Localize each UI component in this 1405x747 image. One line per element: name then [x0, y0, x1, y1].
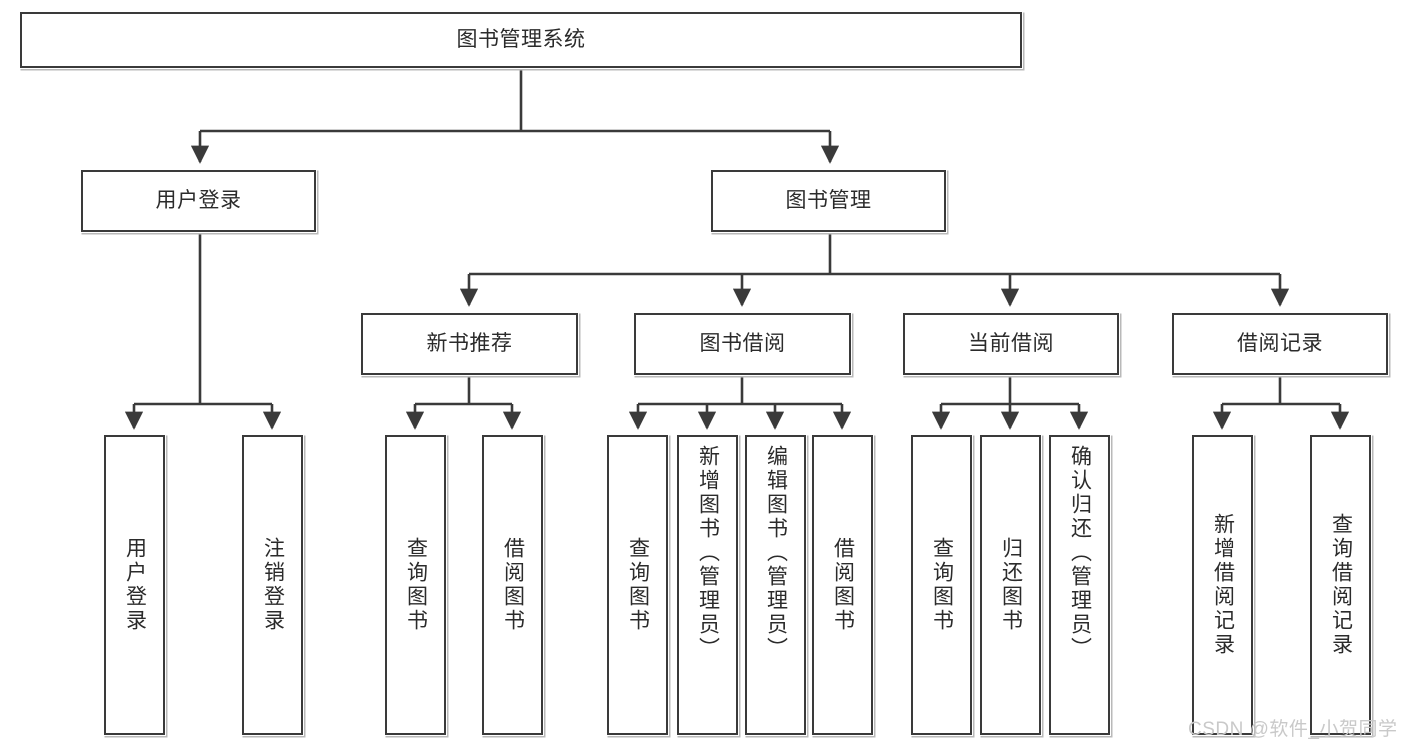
leaf-edit-book-label: 编辑图书（管理员） [764, 445, 788, 661]
node-borrow-record-label: 借阅记录 [1237, 332, 1323, 356]
leaf-add-record-label: 新增借阅记录 [1211, 513, 1235, 657]
node-book-borrow[interactable]: 图书借阅 [634, 313, 851, 375]
node-current-borrow-label: 当前借阅 [968, 332, 1054, 356]
leaf-add-book-label: 新增图书（管理员） [696, 445, 720, 661]
leaf-query-book-1[interactable]: 查询图书 [385, 435, 446, 735]
node-new-book-recommend[interactable]: 新书推荐 [361, 313, 578, 375]
node-new-book-recommend-label: 新书推荐 [426, 332, 513, 356]
node-book-manage[interactable]: 图书管理 [711, 170, 946, 232]
leaf-confirm-return[interactable]: 确认归还（管理员） [1049, 435, 1110, 735]
leaf-user-logout-label: 注销登录 [261, 537, 285, 633]
leaf-add-record[interactable]: 新增借阅记录 [1192, 435, 1253, 735]
leaf-query-book-1-label: 查询图书 [404, 537, 428, 633]
node-user-login[interactable]: 用户登录 [81, 170, 316, 232]
leaf-query-book-3[interactable]: 查询图书 [911, 435, 972, 735]
leaf-query-record-label: 查询借阅记录 [1329, 513, 1353, 657]
node-root-label: 图书管理系统 [456, 28, 586, 52]
leaf-query-book-2-label: 查询图书 [626, 537, 650, 633]
csdn-watermark: CSDN @软件_小贺同学 [1188, 719, 1398, 740]
node-book-borrow-label: 图书借阅 [699, 332, 786, 356]
leaf-edit-book[interactable]: 编辑图书（管理员） [745, 435, 806, 735]
node-borrow-record[interactable]: 借阅记录 [1172, 313, 1388, 375]
leaf-query-book-2[interactable]: 查询图书 [607, 435, 668, 735]
node-user-login-label: 用户登录 [155, 189, 242, 213]
leaf-return-book-label: 归还图书 [999, 537, 1023, 633]
node-current-borrow[interactable]: 当前借阅 [903, 313, 1119, 375]
node-root[interactable]: 图书管理系统 [20, 12, 1022, 68]
leaf-add-book[interactable]: 新增图书（管理员） [677, 435, 738, 735]
leaf-confirm-return-label: 确认归还（管理员） [1068, 445, 1092, 661]
leaf-user-login[interactable]: 用户登录 [104, 435, 165, 735]
node-book-manage-label: 图书管理 [785, 189, 872, 213]
leaf-query-book-3-label: 查询图书 [930, 537, 954, 633]
leaf-user-login-label: 用户登录 [123, 537, 147, 633]
leaf-return-book[interactable]: 归还图书 [980, 435, 1041, 735]
leaf-borrow-book-2-label: 借阅图书 [831, 537, 855, 633]
leaf-borrow-book-1[interactable]: 借阅图书 [482, 435, 543, 735]
leaf-user-logout[interactable]: 注销登录 [242, 435, 303, 735]
leaf-borrow-book-1-label: 借阅图书 [501, 537, 525, 633]
leaf-borrow-book-2[interactable]: 借阅图书 [812, 435, 873, 735]
leaf-query-record[interactable]: 查询借阅记录 [1310, 435, 1371, 735]
